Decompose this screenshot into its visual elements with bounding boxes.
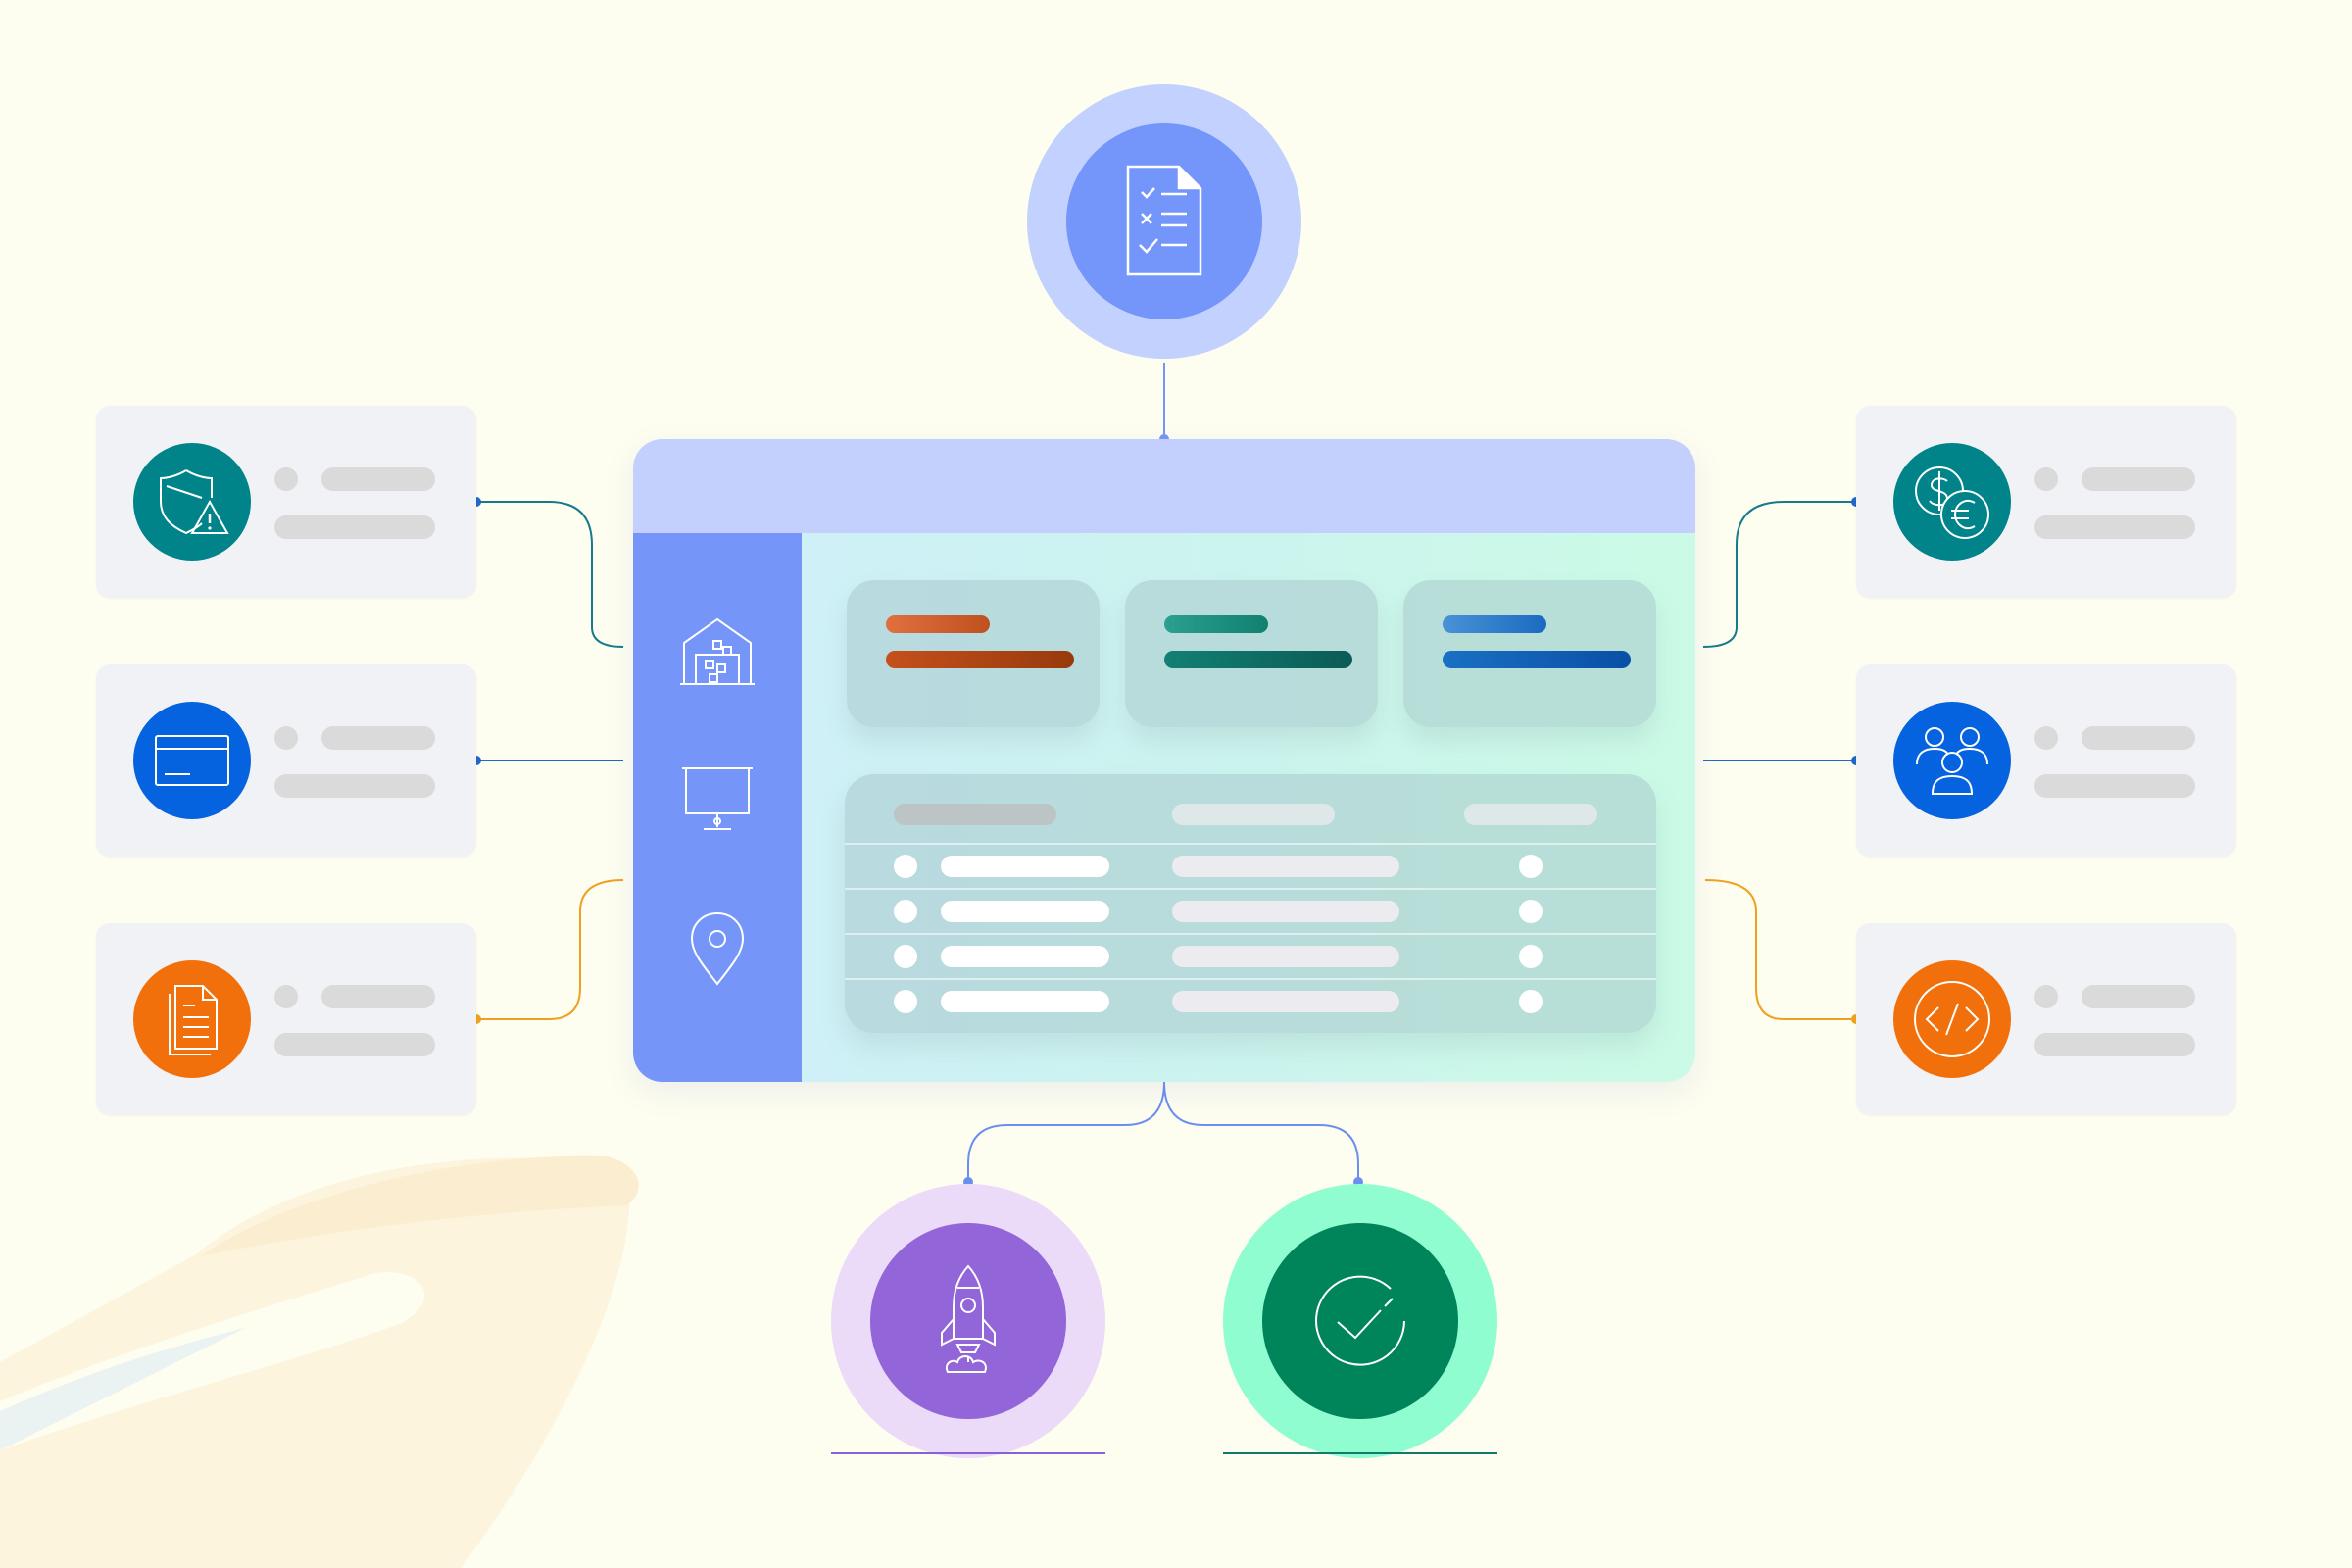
table-header-cell [1464,804,1597,825]
shield-warning-icon [160,469,229,535]
window-sidebar [633,533,802,1082]
right-card-team-badge [1893,702,2011,819]
row-bullet [894,900,917,923]
table-header-cell [1172,804,1335,825]
documents-icon [169,985,218,1055]
top-document-node [1027,84,1301,359]
table-row-divider [845,933,1656,935]
rocket-node-underline [831,1452,1105,1454]
card-placeholder-bar [321,985,435,1008]
stat-card-accent-long [1443,651,1631,668]
row-cell-bar [1172,901,1399,922]
row-cell-bar [941,991,1109,1012]
card-placeholder-bar [321,726,435,750]
row-bullet [894,855,917,878]
table-row[interactable] [845,845,1656,888]
window-titlebar [633,439,1695,533]
rocket-node [831,1184,1105,1458]
stat-card-accent-short [1164,615,1268,633]
stat-card-accent-short [886,615,990,633]
left-card-security[interactable] [96,406,476,598]
table-row[interactable] [845,980,1656,1023]
card-placeholder-bar [2034,515,2195,539]
presentation-board-icon[interactable] [678,760,757,839]
right-card-currency-badge [1893,443,2011,561]
code-icon [1914,981,1990,1057]
stat-card-accent-long [886,651,1074,668]
checkmark-icon [1315,1275,1405,1366]
right-card-code[interactable] [1856,923,2236,1115]
card-dot [2034,985,2058,1008]
row-cell-bar [941,901,1109,922]
left-card-documents-badge [133,960,251,1078]
data-table [845,774,1656,1033]
stat-card[interactable] [847,580,1100,727]
card-placeholder-bar [2034,774,2195,798]
table-row-divider [845,843,1656,845]
warehouse-icon[interactable] [678,612,757,690]
row-status-dot [1519,945,1543,968]
credit-card-icon [155,735,229,786]
user-group-icon [1916,727,1988,795]
row-cell-bar [941,856,1109,877]
left-card-security-badge [133,443,251,561]
row-status-dot [1519,900,1543,923]
row-cell-bar [1172,856,1399,877]
left-card-payment-badge [133,702,251,819]
table-row-divider [845,888,1656,890]
card-placeholder-bar [321,467,435,491]
row-cell-bar [941,946,1109,967]
table-row[interactable] [845,935,1656,978]
row-cell-bar [1172,991,1399,1012]
card-placeholder-bar [2082,985,2195,1008]
stat-card[interactable] [1125,580,1378,727]
card-dot [274,726,298,750]
table-row[interactable] [845,890,1656,933]
card-placeholder-bar [274,774,435,798]
location-pin-icon[interactable] [678,909,757,988]
check-node [1223,1184,1497,1458]
card-dot [274,985,298,1008]
card-dot [2034,467,2058,491]
row-status-dot [1519,855,1543,878]
rocket-icon [941,1264,996,1373]
card-placeholder-bar [2082,726,2195,750]
left-card-payment[interactable] [96,664,476,857]
stat-card-accent-long [1164,651,1352,668]
row-status-dot [1519,990,1543,1013]
left-card-documents[interactable] [96,923,476,1115]
right-card-currency[interactable] [1856,406,2236,598]
card-placeholder-bar [2082,467,2195,491]
right-card-team[interactable] [1856,664,2236,857]
stat-card[interactable] [1403,580,1656,727]
card-dot [274,467,298,491]
card-placeholder-bar [274,515,435,539]
stat-card-accent-short [1443,615,1546,633]
right-card-code-badge [1893,960,2011,1078]
check-node-underline [1223,1452,1497,1454]
card-placeholder-bar [274,1033,435,1056]
table-header-cell [894,804,1056,825]
row-cell-bar [1172,946,1399,967]
currency-exchange-icon [1915,466,1989,539]
app-window [633,439,1695,1082]
row-bullet [894,990,917,1013]
card-placeholder-bar [2034,1033,2195,1056]
table-row-divider [845,978,1656,980]
row-bullet [894,945,917,968]
checklist-document-icon [1126,165,1202,276]
card-dot [2034,726,2058,750]
